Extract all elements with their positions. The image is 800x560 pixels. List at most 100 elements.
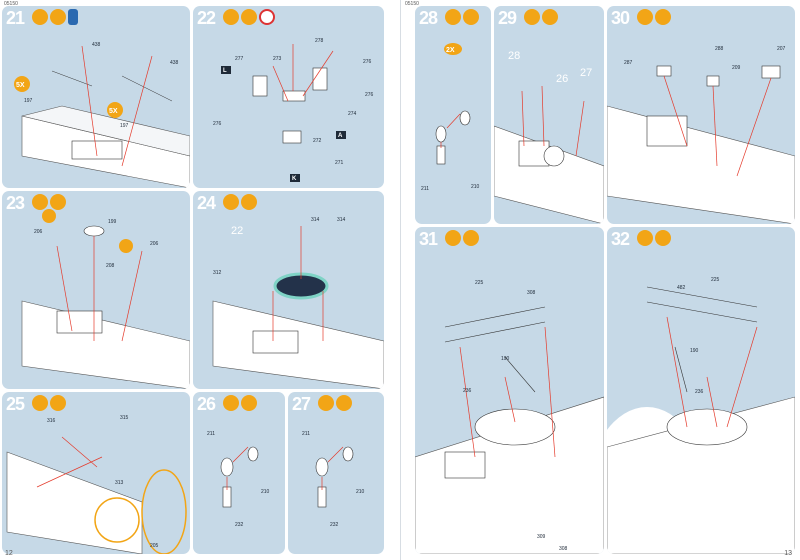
kit-number: 05150 [405,1,419,7]
part-number: 225 [475,280,484,286]
step-31-drawing: 225 308 190 236 309 308 [415,280,604,554]
part-number: 197 [120,123,129,129]
tool-badges [445,230,479,246]
step-32-panel: 32 482 225 190 236 [607,227,795,554]
step-32-drawing: 482 225 190 236 [607,277,795,554]
step-23-panel: 23 206 199 206 208 [2,191,190,389]
part-number: 211 [302,431,310,437]
brush-icon [241,9,257,25]
step-30-drawing: 287 288 207 209 [607,46,795,224]
part-number: 309 [537,534,546,540]
tool-badges [637,230,671,246]
part-number: 197 [24,98,33,104]
part-number: 482 [677,285,686,291]
tool-badges [318,395,352,411]
step-25-drawing: 316 315 313 205 [6,415,187,554]
part-number: 438 [170,60,179,66]
part-number: 210 [356,489,365,495]
step-27-panel: 27 211 210 232 [288,392,384,554]
step-number: 29 [498,8,517,28]
brush-icon [50,194,66,210]
part-number: 205 [150,543,159,549]
step-number: 25 [6,394,25,414]
step-23-drawing: 206 199 206 208 [21,209,190,389]
brush-icon [336,395,352,411]
paint-code: L [223,68,227,74]
step-25-panel: 25 316 315 313 205 [2,392,190,554]
paint-code: K [292,176,297,182]
instruction-page-right: 05150 28 2X 211 210 29 [400,0,800,560]
part-number: 314 [311,217,320,223]
brush-icon [241,395,257,411]
part-number: 207 [777,46,786,52]
step-number: 21 [6,8,25,28]
step-number: 27 [292,394,311,414]
page-number: 13 [784,550,792,557]
part-number: 211 [207,431,215,437]
callout-number: 22 [231,225,243,237]
step-29-drawing: 28 26 27 [494,50,604,224]
tool-badges [223,194,257,210]
part-number: 313 [115,480,124,486]
glue-icon [32,395,48,411]
glue-icon [445,9,461,25]
part-number: 225 [711,277,720,283]
part-number: 277 [235,56,244,62]
step-29-panel: 29 28 26 27 [494,6,604,224]
step-28-panel: 28 2X 211 210 [415,6,491,224]
tool-badges [637,9,671,25]
tool-badges [32,9,78,25]
step-31-panel: 31 225 308 190 236 309 308 [415,227,604,554]
glue-icon [524,9,540,25]
step-number: 24 [197,193,216,213]
part-number: 232 [330,522,339,528]
step-22-drawing: L A K 277 273 278 276 276 274 276 271 27… [213,38,374,182]
part-number: 276 [365,92,374,98]
step-number: 23 [6,193,25,213]
glue-icon [637,230,653,246]
part-number: 211 [421,186,429,192]
brush-icon [50,395,66,411]
step-27-drawing: 211 210 232 [302,431,365,528]
step-number: 28 [419,8,438,28]
brush-icon [655,9,671,25]
tool-badges [524,9,558,25]
step-21-panel: 21 5X 5X 438 438 197 197 [2,6,190,188]
tool-badges [223,9,275,25]
part-number: 288 [715,46,724,52]
part-number: 209 [732,65,741,71]
step-28-drawing: 2X 211 210 [421,43,480,192]
part-number: 314 [337,217,346,223]
step-number: 22 [197,8,216,28]
glue-icon [223,9,239,25]
part-number: 315 [120,415,129,421]
tool-badges [445,9,479,25]
part-number: 276 [363,59,372,65]
brush-icon [655,230,671,246]
glue-icon [32,9,48,25]
brush-icon [463,9,479,25]
part-number: 271 [335,160,344,166]
part-number: 312 [213,270,222,276]
multiplier-label: 5X [109,108,118,115]
brush-icon [463,230,479,246]
callout-number: 26 [556,73,568,85]
brush-icon [50,9,66,25]
part-number: 190 [690,348,699,354]
step-number: 31 [419,229,438,249]
step-21-drawing: 5X 5X 438 438 197 197 [14,42,190,188]
part-number: 210 [471,184,480,190]
part-number: 272 [313,138,322,144]
brush-icon [542,9,558,25]
glue-icon [32,194,48,210]
part-number: 276 [213,121,222,127]
part-number: 308 [527,290,536,296]
glue-icon [223,194,239,210]
glue-icon [223,395,239,411]
part-number: 273 [273,56,282,62]
paint-code: A [338,133,343,139]
part-number: 316 [47,418,56,424]
callout-number: 27 [580,67,592,79]
step-26-panel: 26 211 210 232 [193,392,285,554]
multiplier-label: 2X [446,47,455,54]
